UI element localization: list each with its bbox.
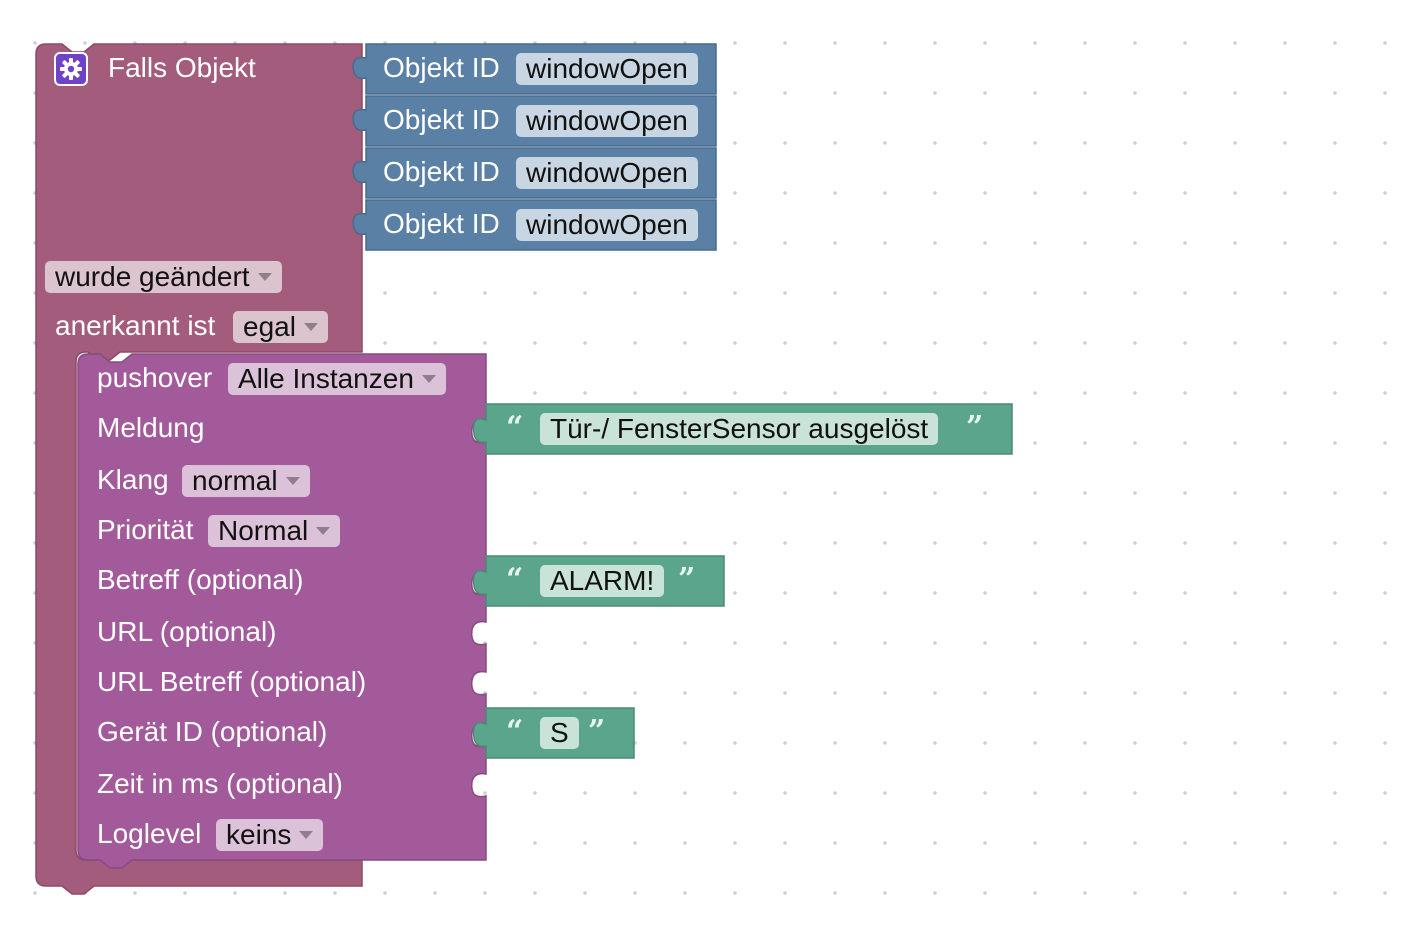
object-id-field[interactable]: windowOpen — [516, 53, 698, 85]
url-subject-label: URL Betreff (optional) — [97, 666, 367, 697]
close-quote-icon: ” — [966, 410, 984, 445]
open-quote-icon: “ — [506, 562, 524, 597]
device-field[interactable]: S — [540, 717, 579, 749]
sound-dropdown[interactable]: normal — [182, 465, 310, 497]
priority-dropdown-value: Normal — [218, 515, 309, 546]
object-id-label: Objekt ID — [383, 156, 500, 187]
instance-dropdown-value: Alle Instanzen — [238, 363, 414, 394]
object-id-block[interactable]: Objekt ID windowOpen — [350, 43, 718, 95]
sound-dropdown-value: normal — [192, 465, 278, 496]
url-label: URL (optional) — [97, 616, 277, 647]
chevron-down-icon — [316, 526, 331, 535]
subject-field[interactable]: ALARM! — [540, 565, 665, 597]
ack-dropdown-value: egal — [243, 311, 296, 342]
chevron-down-icon — [257, 272, 272, 281]
priority-label: Priorität — [97, 514, 194, 545]
trigger-dropdown[interactable]: wurde geändert — [45, 261, 282, 293]
ack-dropdown[interactable]: egal — [233, 311, 328, 343]
text-block-message[interactable]: “ Tür-/ FensterSensor ausgelöst ” — [472, 403, 1014, 456]
close-quote-icon: ” — [678, 562, 696, 597]
object-id-field[interactable]: windowOpen — [516, 157, 698, 189]
loglevel-label: Loglevel — [97, 818, 202, 849]
object-id-field[interactable]: windowOpen — [516, 209, 698, 241]
time-label: Zeit in ms (optional) — [97, 768, 343, 799]
close-quote-icon: ” — [588, 714, 606, 749]
message-field[interactable]: Tür-/ FensterSensor ausgelöst — [540, 413, 939, 445]
object-id-block[interactable]: Objekt ID windowOpen — [350, 147, 718, 199]
loglevel-dropdown-value: keins — [226, 819, 292, 850]
event-title: Falls Objekt — [108, 52, 256, 83]
device-label: Gerät ID (optional) — [97, 716, 328, 747]
chevron-down-icon — [303, 322, 318, 331]
ack-label: anerkannt ist — [55, 310, 216, 341]
open-quote-icon: “ — [506, 714, 524, 749]
text-block-subject[interactable]: “ ALARM! ” — [472, 555, 726, 608]
chevron-down-icon — [421, 374, 436, 383]
object-id-block[interactable]: Objekt ID windowOpen — [350, 199, 718, 251]
open-quote-icon: “ — [506, 410, 524, 445]
instance-dropdown[interactable]: Alle Instanzen — [228, 363, 446, 395]
pushover-title: pushover — [97, 362, 213, 393]
chevron-down-icon — [285, 476, 300, 485]
priority-dropdown[interactable]: Normal — [208, 515, 341, 547]
gear-icon[interactable] — [54, 52, 88, 86]
chevron-down-icon — [299, 830, 314, 839]
trigger-dropdown-value: wurde geändert — [55, 261, 250, 292]
subject-label: Betreff (optional) — [97, 564, 304, 595]
object-id-label: Objekt ID — [383, 208, 500, 239]
loglevel-dropdown[interactable]: keins — [216, 819, 324, 851]
message-label: Meldung — [97, 412, 205, 443]
sound-label: Klang — [97, 464, 169, 495]
object-id-label: Objekt ID — [383, 104, 500, 135]
text-block-device[interactable]: “ S ” — [472, 707, 636, 760]
object-id-field[interactable]: windowOpen — [516, 105, 698, 137]
object-id-label: Objekt ID — [383, 52, 500, 83]
object-id-block[interactable]: Objekt ID windowOpen — [350, 95, 718, 147]
